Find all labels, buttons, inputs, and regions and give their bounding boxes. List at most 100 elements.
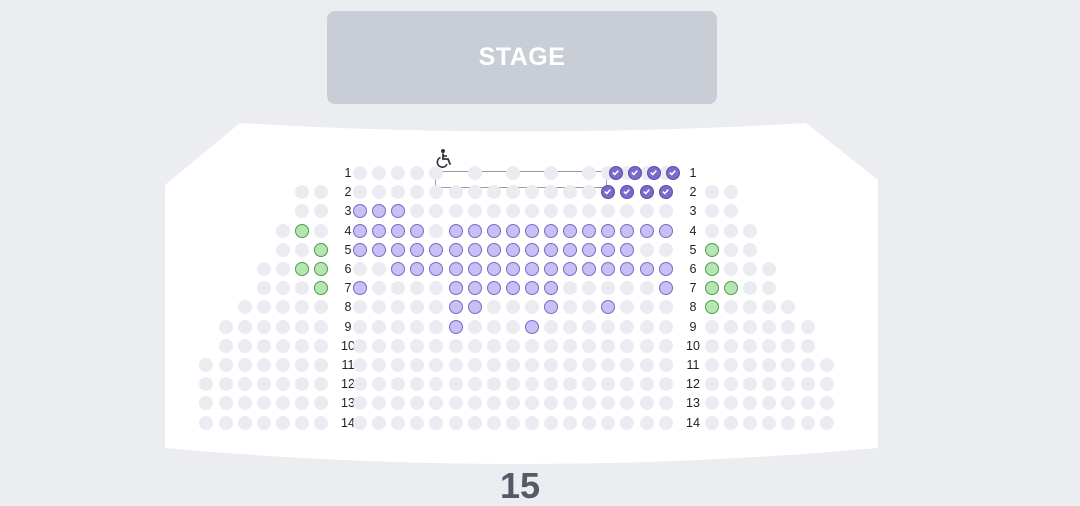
seat-row-10-center (563, 338, 578, 353)
seat-row-6-center[interactable] (582, 262, 597, 276)
seat-row-4-center[interactable] (563, 223, 578, 238)
seat-row-6-center[interactable] (429, 262, 444, 276)
seat-row-8-center[interactable] (467, 300, 482, 315)
seat-row-2-center[interactable] (601, 185, 616, 200)
seat-row-4-center[interactable] (524, 223, 539, 238)
seat-row-7-right[interactable] (705, 281, 719, 296)
seat-row-4-center[interactable] (505, 223, 520, 238)
seat-row-9-center (353, 319, 367, 334)
seat-row-7-center[interactable] (486, 281, 501, 296)
seat-row-11-center (448, 358, 463, 372)
seat-row-8-left (275, 300, 290, 315)
seat-row-2-center[interactable] (658, 185, 673, 200)
seat-row-13-center (486, 396, 501, 411)
seat-row-6-center[interactable] (563, 262, 578, 276)
seat-row-8-center[interactable] (601, 300, 616, 315)
seat-row-5-center[interactable] (467, 242, 482, 257)
seat-row-5-left[interactable] (314, 242, 328, 257)
seat-row-6-left[interactable] (294, 262, 309, 276)
seat-row-7-center[interactable] (467, 281, 482, 296)
seat-row-7-center[interactable] (524, 281, 539, 296)
seat-row-5-center[interactable] (563, 242, 578, 257)
seat-row-5-center[interactable] (601, 242, 616, 257)
seat-row-7-right[interactable] (724, 281, 739, 296)
seat-row-4-center[interactable] (601, 223, 616, 238)
seat-row-7-center[interactable] (353, 281, 367, 296)
seat-row-6-center[interactable] (524, 262, 539, 276)
seat-row-5-center[interactable] (391, 242, 406, 257)
seat-row-4-left[interactable] (294, 223, 309, 238)
seat-row-4-center[interactable] (486, 223, 501, 238)
seat-row-4-center[interactable] (582, 223, 597, 238)
seat-row-9-left (314, 319, 328, 334)
seat-row-4-center[interactable] (353, 223, 367, 238)
seat-row-6-center[interactable] (544, 262, 558, 276)
seat-row-2-center (563, 185, 578, 200)
check-icon (631, 170, 638, 176)
seat-row-4-center[interactable] (658, 223, 673, 238)
seat-row-7-center[interactable] (448, 281, 463, 296)
seat-row-5-center[interactable] (429, 242, 444, 257)
seat-row-14-right (819, 415, 834, 430)
seating-hall (165, 123, 878, 464)
seat-row-5-center[interactable] (448, 242, 463, 257)
seat-row-4-center[interactable] (372, 223, 387, 238)
seat-row-9-center[interactable] (524, 319, 539, 334)
seat-row-5-center[interactable] (544, 242, 558, 257)
seat-row-7-center[interactable] (505, 281, 520, 296)
seat-row-4-center[interactable] (391, 223, 406, 238)
seat-row-2-center[interactable] (620, 185, 635, 200)
seat-row-9-center[interactable] (448, 319, 463, 334)
seat-row-7-center[interactable] (544, 281, 558, 296)
seat-row-6-center[interactable] (601, 262, 616, 276)
seat-row-4-center[interactable] (544, 223, 558, 238)
seat-row-4-center[interactable] (639, 223, 654, 238)
seat-row-4-center[interactable] (620, 223, 635, 238)
seat-row-3-center[interactable] (372, 204, 387, 219)
seat-row-5-center[interactable] (582, 242, 597, 257)
seat-row-5-center[interactable] (620, 242, 635, 257)
seat-row-5-center[interactable] (524, 242, 539, 257)
seat-row-12-left (314, 377, 328, 392)
seat-row-4-center[interactable] (467, 223, 482, 238)
seat-row-2-center[interactable] (639, 185, 654, 200)
seat-row-5-right[interactable] (705, 242, 719, 257)
seat-row-6-center[interactable] (410, 262, 425, 276)
seat-row-8-center[interactable] (544, 300, 558, 315)
seat-row-8-right[interactable] (705, 300, 719, 315)
seat-row-5-center[interactable] (353, 242, 367, 257)
seat-row-6-center[interactable] (639, 262, 654, 276)
seat-row-7-center[interactable] (658, 281, 673, 296)
row-label-left: 10 (341, 338, 355, 353)
seat-row-4-center[interactable] (448, 223, 463, 238)
seat-row-1-selected[interactable] (609, 166, 623, 180)
seat-row-5-center[interactable] (486, 242, 501, 257)
seat-row-8-right (781, 300, 796, 315)
seat-row-1-selected[interactable] (666, 166, 681, 180)
seat-row-13-center (391, 396, 406, 411)
seat-row-3-center[interactable] (391, 204, 406, 219)
seat-row-3-center[interactable] (353, 204, 367, 219)
seat-row-6-left[interactable] (314, 262, 328, 276)
seat-row-5-center[interactable] (410, 242, 425, 257)
seat-row-7-center (639, 281, 654, 296)
seat-row-10-center (448, 338, 463, 353)
seat-row-6-center[interactable] (505, 262, 520, 276)
seat-row-6-right[interactable] (705, 262, 719, 276)
seat-row-5-center[interactable] (372, 242, 387, 257)
seat-row-6-center[interactable] (467, 262, 482, 276)
seat-row-6-center[interactable] (486, 262, 501, 276)
seat-row-6-center[interactable] (391, 262, 406, 276)
seat-row-4-center[interactable] (410, 223, 425, 238)
seat-row-8-center[interactable] (448, 300, 463, 315)
seat-row-1-selected[interactable] (647, 166, 662, 180)
seat-row-6-center[interactable] (658, 262, 673, 276)
seat-row-5-center[interactable] (505, 242, 520, 257)
seat-row-6-center[interactable] (620, 262, 635, 276)
seat-row-6-center[interactable] (448, 262, 463, 276)
seat-row-7-left[interactable] (314, 281, 328, 296)
seat-row-14-center (486, 415, 501, 430)
seat-row-12-left (218, 377, 233, 392)
seat-row-1-selected[interactable] (628, 166, 643, 180)
row-label-right: 4 (689, 223, 697, 238)
